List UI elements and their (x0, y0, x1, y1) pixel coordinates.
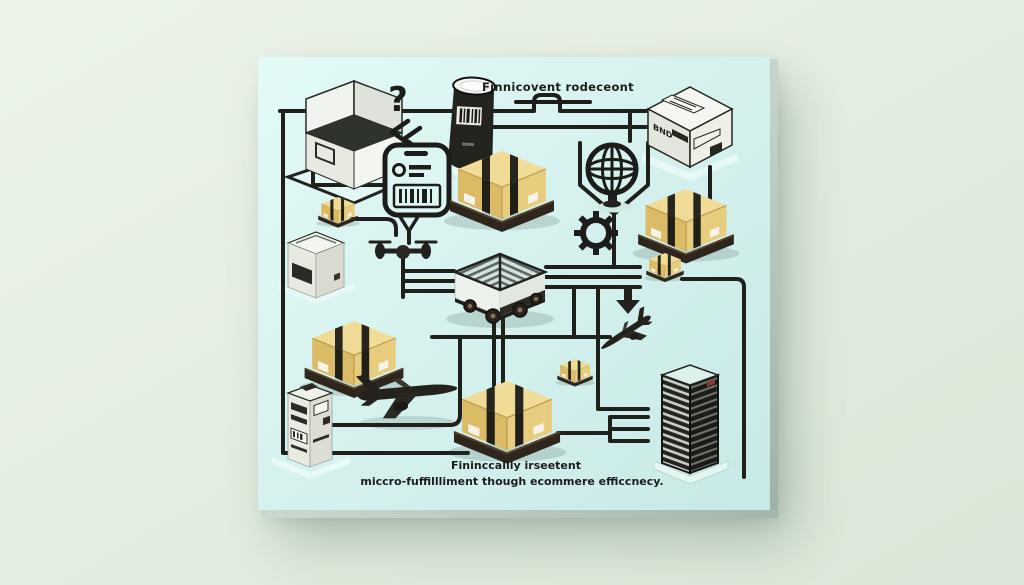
diagram-title: Finnicovent rodeceont (482, 80, 634, 94)
open-box-icon (305, 79, 403, 190)
panel-edge-bottom (261, 510, 778, 518)
airplane-small-icon (594, 305, 659, 361)
drone-icon (368, 240, 438, 259)
question-mark: ? (388, 80, 408, 120)
barcode-tower-icon (286, 383, 334, 468)
caption-line-1: Fininccallly irseetent (451, 459, 581, 472)
package-pallet-right (631, 188, 741, 265)
server-rack-icon (659, 364, 721, 475)
bnd-parcel-icon: BND (646, 86, 734, 169)
package-pallet-bottom (446, 379, 568, 465)
globe-icon (585, 142, 639, 213)
title-underline (514, 100, 592, 104)
panel-edge-right (770, 59, 778, 512)
diagram-panel: ? Finnicovent rodeceont (258, 57, 778, 518)
delivery-robot-icon (451, 252, 549, 324)
small-package-middle (554, 358, 596, 387)
kiosk-printer-icon (286, 231, 346, 299)
down-arrow-icon (616, 287, 640, 314)
barcode-cylinder-icon (448, 76, 497, 170)
diagram-canvas: ? Finnicovent rodeceont (272, 76, 746, 488)
smartphone-icon (382, 142, 452, 218)
caption-line-2: miccro-fuffillliment though ecommere eff… (360, 475, 663, 488)
gear-icon (574, 211, 618, 255)
